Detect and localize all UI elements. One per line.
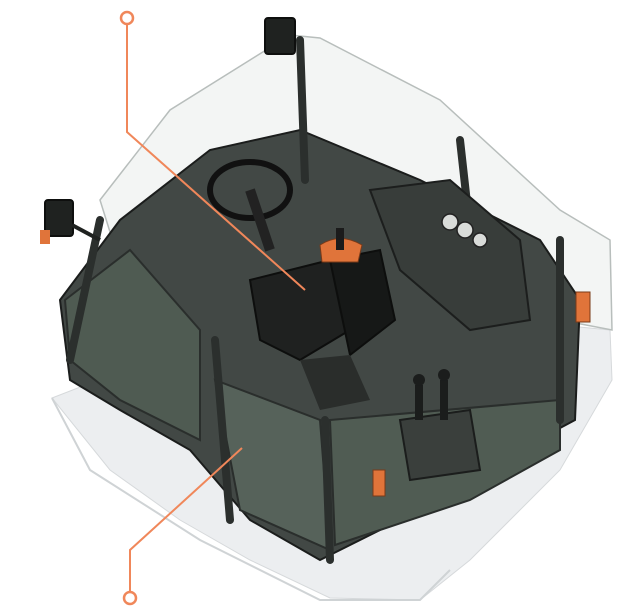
reflector-right [575,291,591,323]
mirror-left [44,199,101,242]
instrument-gauges [441,213,488,248]
callout-glass [122,447,243,606]
callout-seat [119,10,306,291]
callout-marker-top [119,10,135,26]
reflector-left [40,230,50,244]
joystick-base [319,238,363,263]
operator-seat [248,248,397,410]
steering-wheel [207,159,293,252]
callout-line-bottom [129,447,243,592]
floor-levers [398,369,482,482]
callout-marker-bottom [122,590,138,606]
dashboard-console [368,178,532,332]
callout-line-top [126,24,306,291]
floor-platform-edge [51,397,451,601]
joystick [336,228,344,250]
mirror-top [264,17,296,55]
reflector-front [372,469,386,497]
cab-frame-posts [66,36,564,564]
